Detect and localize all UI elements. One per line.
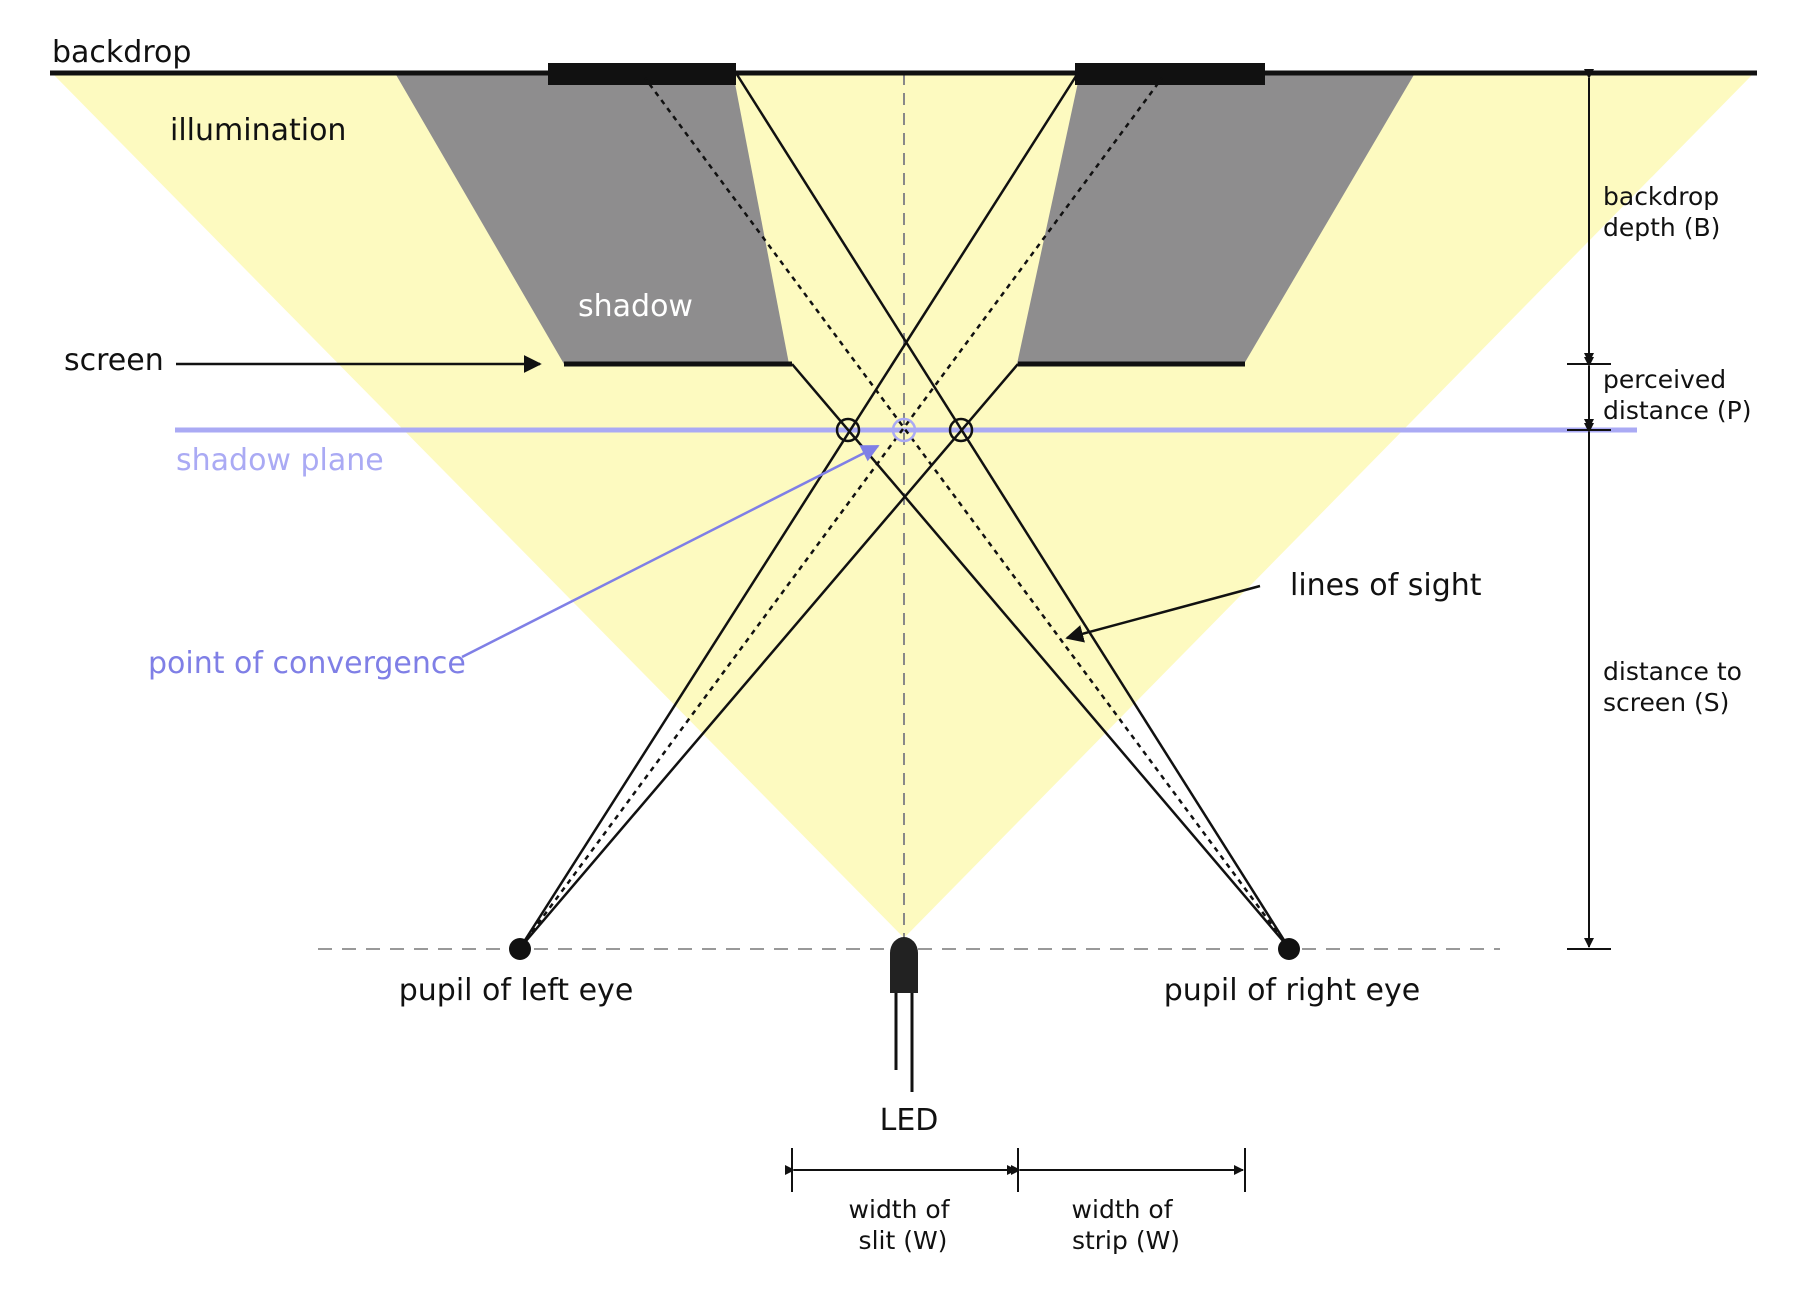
- convergence-circle-center: [891, 417, 917, 443]
- right-pupil: [1278, 938, 1300, 960]
- pupil-right-label: pupil of right eye: [1164, 973, 1420, 1008]
- convergence-arrow: [461, 444, 880, 659]
- left-pupil: [509, 938, 531, 960]
- right-shadow: [1017, 73, 1415, 364]
- illumination-cone: [52, 73, 1754, 938]
- led-icon: [890, 937, 918, 1092]
- backdrop-depth-label: backdrop depth (B): [1603, 182, 1727, 242]
- backdrop-strip-left: [548, 63, 736, 85]
- shadow-label: shadow: [578, 289, 693, 324]
- point-of-convergence-label: point of convergence: [148, 646, 466, 681]
- pupil-left-label: pupil of left eye: [399, 973, 634, 1008]
- shadow-plane-label: shadow plane: [176, 443, 384, 478]
- dotted-lines-of-sight: [518, 77, 1291, 949]
- screen-label: screen: [64, 343, 164, 378]
- width-of-slit-label: width of slit (W): [849, 1195, 958, 1255]
- backdrop-label: backdrop: [52, 35, 191, 70]
- distance-to-screen-label: distance to screen (S): [1603, 657, 1750, 717]
- led-label: LED: [880, 1103, 939, 1138]
- width-of-strip-label: width of strip (W): [1072, 1195, 1181, 1255]
- lines-of-sight-label: lines of sight: [1290, 568, 1482, 603]
- convergence-circle-right: [948, 417, 974, 443]
- dimension-right: [1567, 69, 1611, 950]
- illumination-label: illumination: [170, 113, 346, 148]
- left-shadow: [395, 73, 789, 364]
- convergence-circle-left: [835, 417, 861, 443]
- perceived-distance-label: perceived distance (P): [1603, 365, 1751, 425]
- backdrop-strip-right: [1075, 63, 1265, 85]
- dimension-bottom: [785, 1148, 1246, 1192]
- lines-of-sight-arrow: [1065, 584, 1261, 643]
